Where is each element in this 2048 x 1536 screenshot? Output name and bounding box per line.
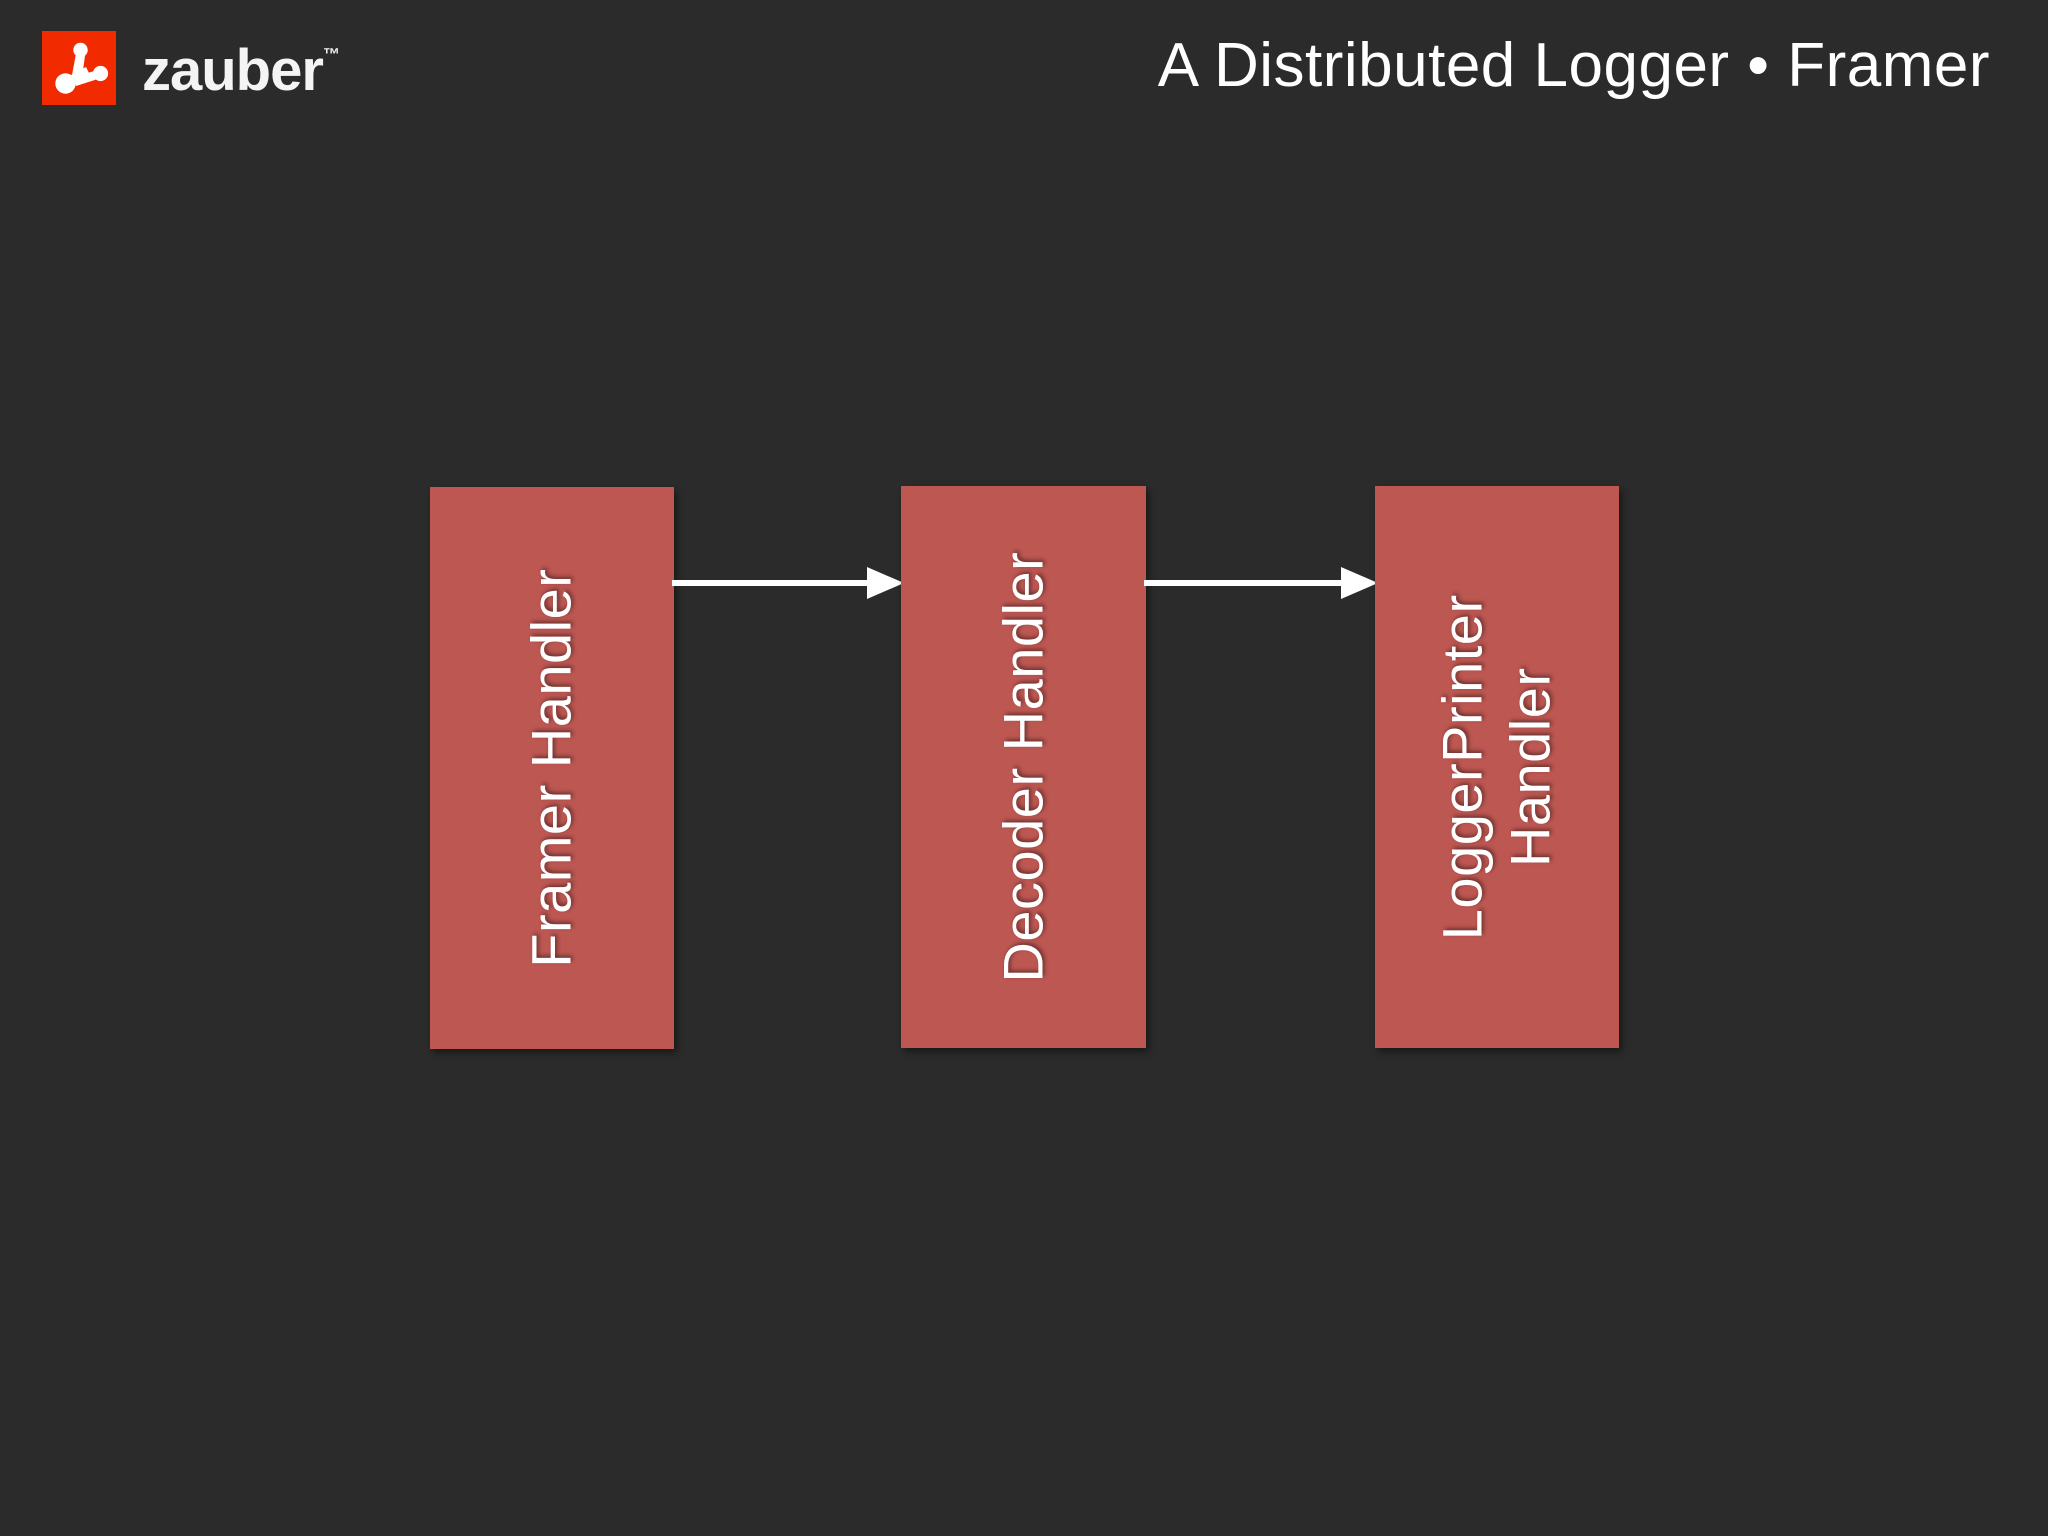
brand-wordmark-text: zauber	[142, 38, 324, 103]
brand-logo: zauber ™	[42, 28, 340, 108]
diagram-node-label: LoggerPrinter Handler	[1430, 594, 1562, 940]
brand-trademark-symbol: ™	[322, 45, 340, 64]
zauber-molecule-icon	[42, 31, 116, 105]
diagram-node-label: Decoder Handler	[991, 551, 1055, 983]
diagram-node-framer-handler[interactable]: Framer Handler	[430, 487, 674, 1049]
diagram-arrow-framer-to-decoder	[672, 553, 907, 613]
slide-title: A Distributed Logger • Framer	[1157, 31, 1990, 100]
brand-wordmark: zauber ™	[142, 36, 340, 103]
diagram-node-label: Framer Handler	[519, 568, 583, 968]
diagram-node-loggerprinter-handler[interactable]: LoggerPrinter Handler	[1375, 486, 1619, 1048]
diagram-node-decoder-handler[interactable]: Decoder Handler	[901, 486, 1146, 1048]
diagram-arrow-decoder-to-loggerprinter	[1144, 553, 1381, 613]
